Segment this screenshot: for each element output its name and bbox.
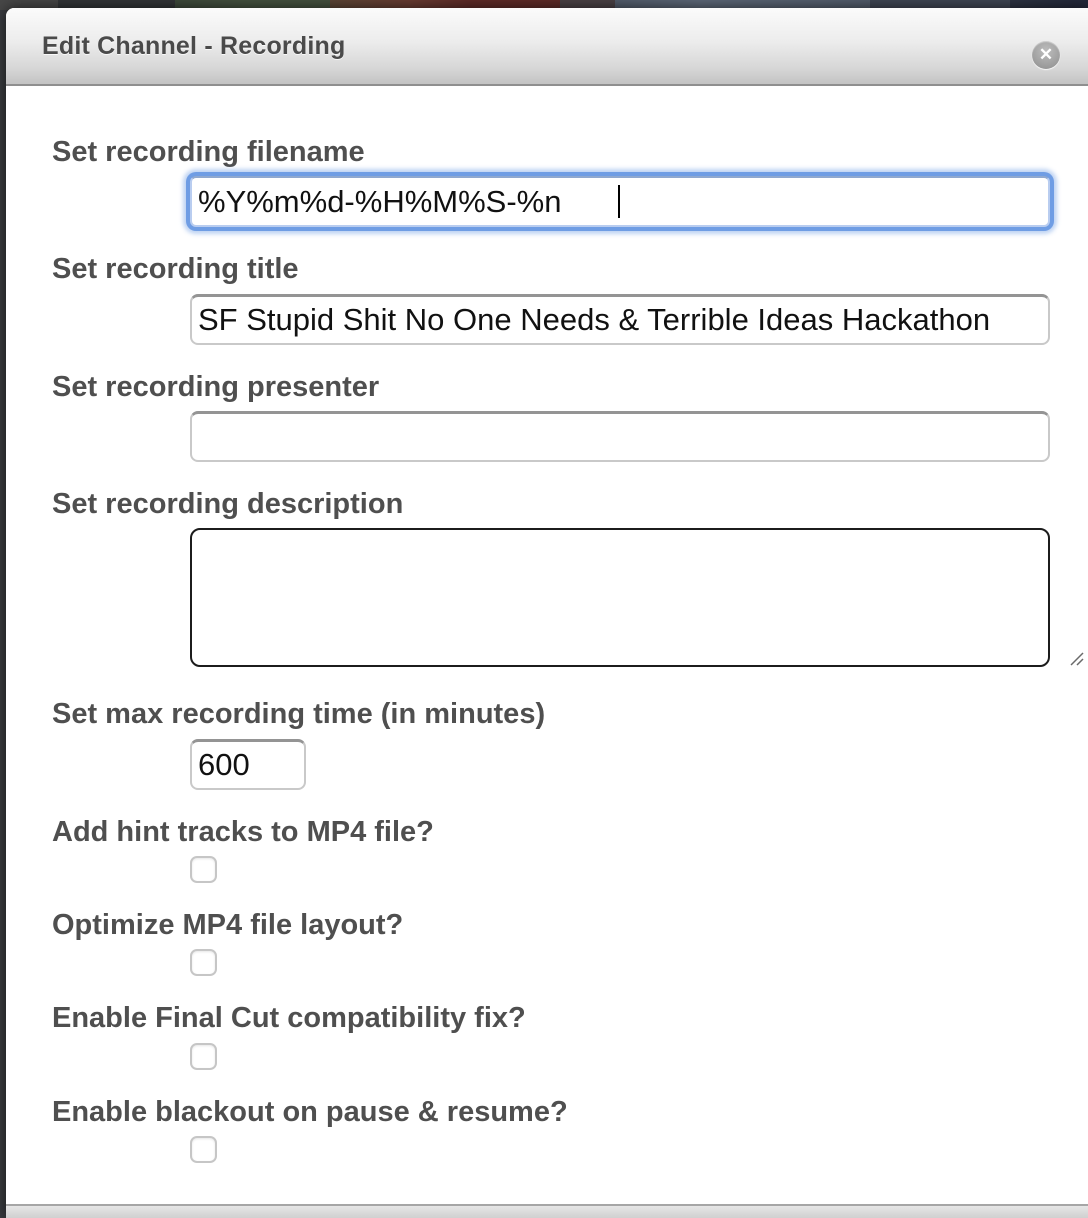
recording-filename-label: Set recording filename — [52, 136, 365, 168]
optimize-mp4-label: Optimize MP4 file layout? — [52, 909, 404, 942]
dialog-footer-edge — [6, 1204, 1088, 1218]
close-button[interactable]: ✕ — [1032, 41, 1060, 69]
close-icon: ✕ — [1038, 44, 1054, 64]
blackout-pause-label: Enable blackout on pause & resume? — [52, 1095, 568, 1128]
recording-title-row — [190, 293, 1088, 345]
recording-presenter-input[interactable] — [190, 411, 1050, 463]
text-caret — [618, 185, 620, 219]
blackout-pause-checkbox[interactable] — [190, 1136, 217, 1164]
dialog-titlebar: Edit Channel - Recording ✕ — [6, 8, 1088, 86]
hint-tracks-label: Add hint tracks to MP4 file? — [52, 815, 434, 848]
dialog-content: Set recording filename Set recording tit… — [6, 136, 1088, 1164]
recording-presenter-label: Set recording presenter — [52, 370, 380, 403]
final-cut-fix-checkbox[interactable] — [190, 1042, 217, 1070]
recording-filename-row — [190, 176, 1088, 228]
recording-title-input[interactable] — [190, 293, 1050, 345]
final-cut-fix-label: Enable Final Cut compatibility fix? — [52, 1002, 526, 1035]
recording-presenter-row — [190, 411, 1088, 463]
dimmed-page-background — [0, 0, 1088, 10]
recording-title-label: Set recording title — [52, 253, 299, 286]
recording-filename-input[interactable] — [190, 176, 1050, 228]
max-recording-time-input[interactable] — [190, 738, 306, 790]
recording-description-textarea[interactable] — [190, 528, 1050, 668]
dialog-title: Edit Channel - Recording — [42, 31, 346, 60]
hint-tracks-checkbox[interactable] — [190, 856, 217, 884]
max-recording-time-label: Set max recording time (in minutes) — [52, 698, 546, 731]
max-recording-time-row — [190, 738, 1088, 790]
recording-description-row — [190, 528, 1088, 672]
recording-description-label: Set recording description — [52, 488, 404, 521]
optimize-mp4-checkbox[interactable] — [190, 949, 217, 977]
resize-handle-icon[interactable] — [1068, 650, 1084, 666]
edit-channel-dialog: Edit Channel - Recording ✕ Set recording… — [6, 8, 1088, 1218]
